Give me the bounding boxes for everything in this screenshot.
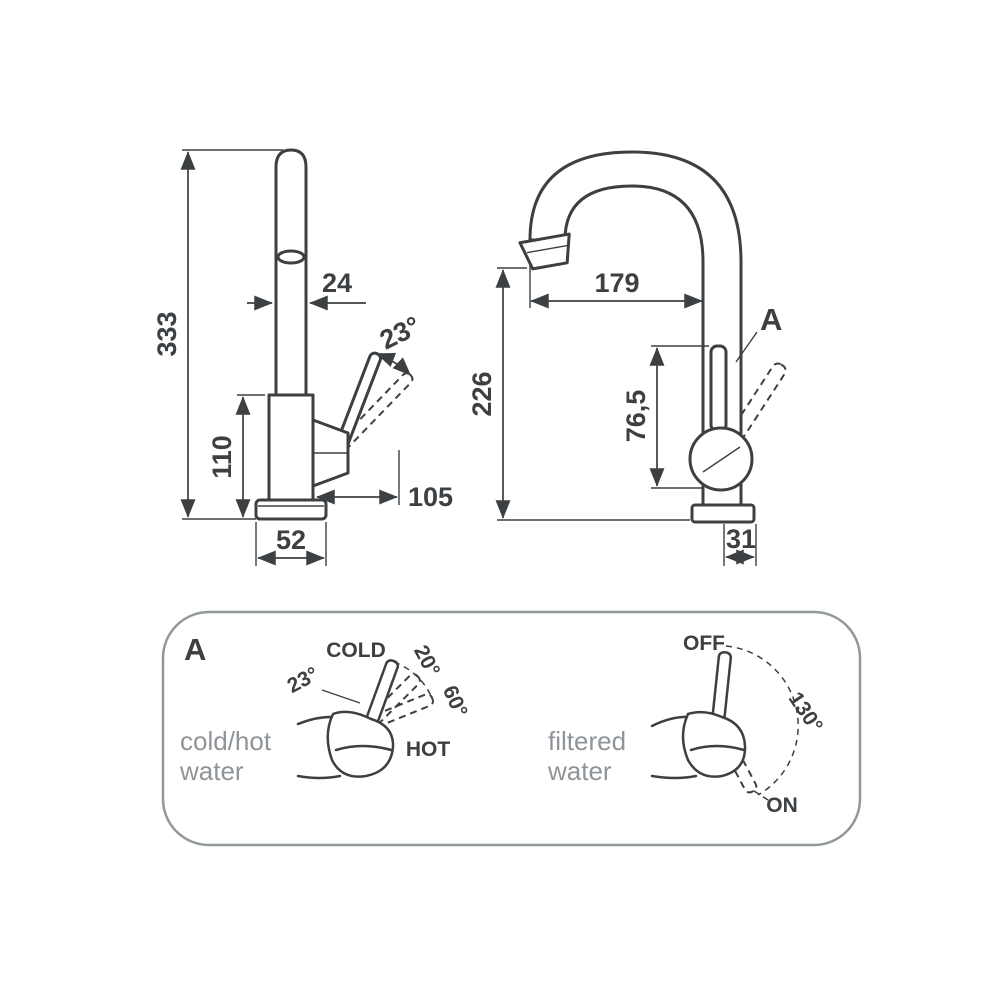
filter-on-label: ON	[766, 794, 798, 817]
dim-333-label: 333	[152, 311, 182, 356]
dim-23deg-label: 23°	[375, 310, 425, 355]
mixer-hot-label: HOT	[406, 738, 451, 761]
dim-179: 179	[529, 264, 703, 309]
filter-on-leader	[753, 790, 769, 801]
faucet-body	[267, 393, 315, 505]
mixer-60deg-label: 60°	[438, 682, 472, 720]
filter-lever-detail	[711, 651, 733, 722]
dim-31-label: 31	[726, 524, 756, 554]
detail-ref-a: A	[735, 302, 782, 363]
dim-52-label: 52	[276, 525, 306, 555]
dim-226-label: 226	[467, 371, 497, 416]
filter-off-label: OFF	[683, 632, 725, 655]
right-faucet-base	[690, 503, 756, 524]
filter-caption-line1: filtered	[548, 726, 626, 756]
handle-cap-line	[702, 446, 741, 473]
right-faucet-view: 179 226 76,5 A 31	[467, 150, 787, 566]
aerator	[518, 232, 571, 271]
panel-label-a: A	[184, 632, 206, 667]
dim-105: 105	[316, 450, 453, 512]
mixer-detail: cold/hot water COLD 20° 60° HOT 23°	[179, 639, 472, 786]
dim-52: 52	[255, 522, 327, 566]
dim-76-5: 76,5	[621, 345, 709, 489]
filter-body-line	[689, 744, 746, 752]
mixer-cold-label: COLD	[326, 639, 386, 662]
detail-panel-border	[161, 610, 862, 847]
filter-caption-line2: water	[547, 756, 612, 786]
detail-panel: A cold/hot water COLD 20° 60° HOT	[161, 610, 862, 847]
mixer-23-leader	[321, 689, 361, 704]
mixer-handle-body	[326, 710, 395, 778]
mixer-neck-bottom	[296, 774, 342, 780]
filter-lever	[709, 344, 728, 433]
filter-angle-arc	[725, 645, 799, 796]
dim-105-label: 105	[408, 482, 453, 512]
left-faucet-view: 333 110 24 23° 105 5	[152, 148, 453, 566]
dim-179-label: 179	[594, 268, 639, 298]
filter-detail: filtered water OFF 130° ON	[547, 632, 827, 817]
mixer-caption-line1: cold/hot	[180, 726, 272, 756]
detail-ref-a-label: A	[760, 302, 782, 337]
mixer-body-line	[334, 744, 393, 752]
faucet-base	[254, 498, 328, 521]
dim-24-label: 24	[322, 268, 352, 298]
mixer-lever	[365, 659, 400, 725]
spout-outlet	[276, 249, 306, 265]
dim-23deg: 23°	[375, 310, 425, 376]
dim-76-5-label: 76,5	[621, 390, 651, 443]
mixer-angle-arc	[393, 661, 433, 699]
faucet-column	[274, 148, 308, 402]
filter-lever-dashed	[731, 362, 787, 439]
filter-neck-bottom	[650, 774, 698, 780]
filter-130deg-label: 130°	[784, 688, 827, 737]
filter-handle-body	[681, 710, 747, 778]
dim-31: 31	[723, 524, 757, 566]
dim-110-label: 110	[207, 435, 237, 479]
dim-110: 110	[207, 394, 265, 518]
mixer-caption-line2: water	[179, 756, 244, 786]
dim-226: 226	[467, 267, 690, 521]
dim-333: 333	[152, 149, 283, 520]
dim-24: 24	[247, 268, 366, 311]
mixer-23deg-label: 23°	[284, 663, 323, 698]
